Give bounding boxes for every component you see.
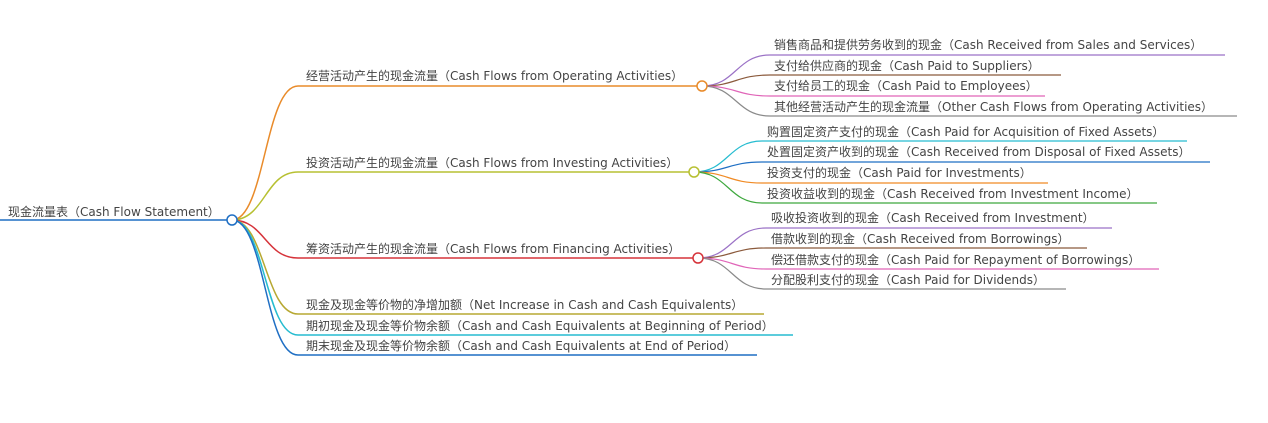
- leaf-connector: [701, 54, 1225, 87]
- leaf-connector: [693, 161, 1210, 173]
- leaf-paid-investments-label[interactable]: 投资支付的现金（Cash Paid for Investments）: [767, 166, 1032, 180]
- leaf-connector: [701, 85, 1237, 117]
- branch-operating-label[interactable]: 经营活动产生的现金流量（Cash Flows from Operating Ac…: [306, 69, 684, 83]
- root-node-label[interactable]: 现金流量表（Cash Flow Statement）: [8, 205, 220, 219]
- leaf-paid-suppliers-label[interactable]: 支付给供应商的现金（Cash Paid to Suppliers）: [774, 59, 1040, 73]
- leaf-connector: [693, 140, 1187, 173]
- branch-connector: [231, 219, 793, 336]
- leaf-connector: [701, 74, 1061, 87]
- leaf-received-investment-label[interactable]: 吸收投资收到的现金（Cash Received from Investment）: [771, 211, 1095, 225]
- leaf-fixed-assets-acquisition-label[interactable]: 购置固定资产支付的现金（Cash Paid for Acquisition of…: [767, 125, 1165, 139]
- branch-investing-label[interactable]: 投资活动产生的现金流量（Cash Flows from Investing Ac…: [306, 156, 679, 170]
- leaf-connector: [697, 257, 1066, 290]
- leaf-connector: [701, 85, 1045, 97]
- leaf-connector: [697, 247, 1087, 259]
- leaf-paid-employees-label[interactable]: 支付给员工的现金（Cash Paid to Employees）: [774, 79, 1038, 93]
- branch-connector: [231, 85, 697, 221]
- branch-beginning-balance-label[interactable]: 期初现金及现金等价物余额（Cash and Cash Equivalents a…: [306, 319, 774, 333]
- branch-collapse-node: [688, 166, 700, 178]
- branch-financing-label[interactable]: 筹资活动产生的现金流量（Cash Flows from Financing Ac…: [306, 242, 681, 256]
- leaf-connector: [693, 171, 1157, 204]
- leaf-connector: [697, 227, 1112, 259]
- leaf-fixed-assets-disposal-label[interactable]: 处置固定资产收到的现金（Cash Received from Disposal …: [767, 145, 1191, 159]
- branch-net-increase-label[interactable]: 现金及现金等价物的净增加额（Net Increase in Cash and C…: [306, 298, 744, 312]
- leaf-investment-income-label[interactable]: 投资收益收到的现金（Cash Received from Investment …: [767, 187, 1139, 201]
- leaf-connector: [697, 257, 1159, 270]
- leaf-sales-services-label[interactable]: 销售商品和提供劳务收到的现金（Cash Received from Sales …: [774, 38, 1203, 52]
- branch-ending-balance-label[interactable]: 期末现金及现金等价物余额（Cash and Cash Equivalents a…: [306, 339, 737, 353]
- branch-connector: [231, 171, 689, 221]
- branch-collapse-node: [692, 252, 704, 264]
- leaf-received-borrowings-label[interactable]: 借款收到的现金（Cash Received from Borrowings）: [771, 232, 1070, 246]
- branch-collapse-node: [696, 80, 708, 92]
- leaf-paid-dividends-label[interactable]: 分配股利支付的现金（Cash Paid for Dividends）: [771, 273, 1046, 287]
- root-collapse-node: [226, 214, 238, 226]
- branch-connector: [231, 219, 693, 259]
- branch-connector: [231, 219, 757, 356]
- leaf-connector: [693, 171, 1048, 184]
- leaf-other-operating-label[interactable]: 其他经营活动产生的现金流量（Other Cash Flows from Oper…: [774, 100, 1214, 114]
- leaf-repayment-borrowings-label[interactable]: 偿还借款支付的现金（Cash Paid for Repayment of Bor…: [771, 253, 1141, 267]
